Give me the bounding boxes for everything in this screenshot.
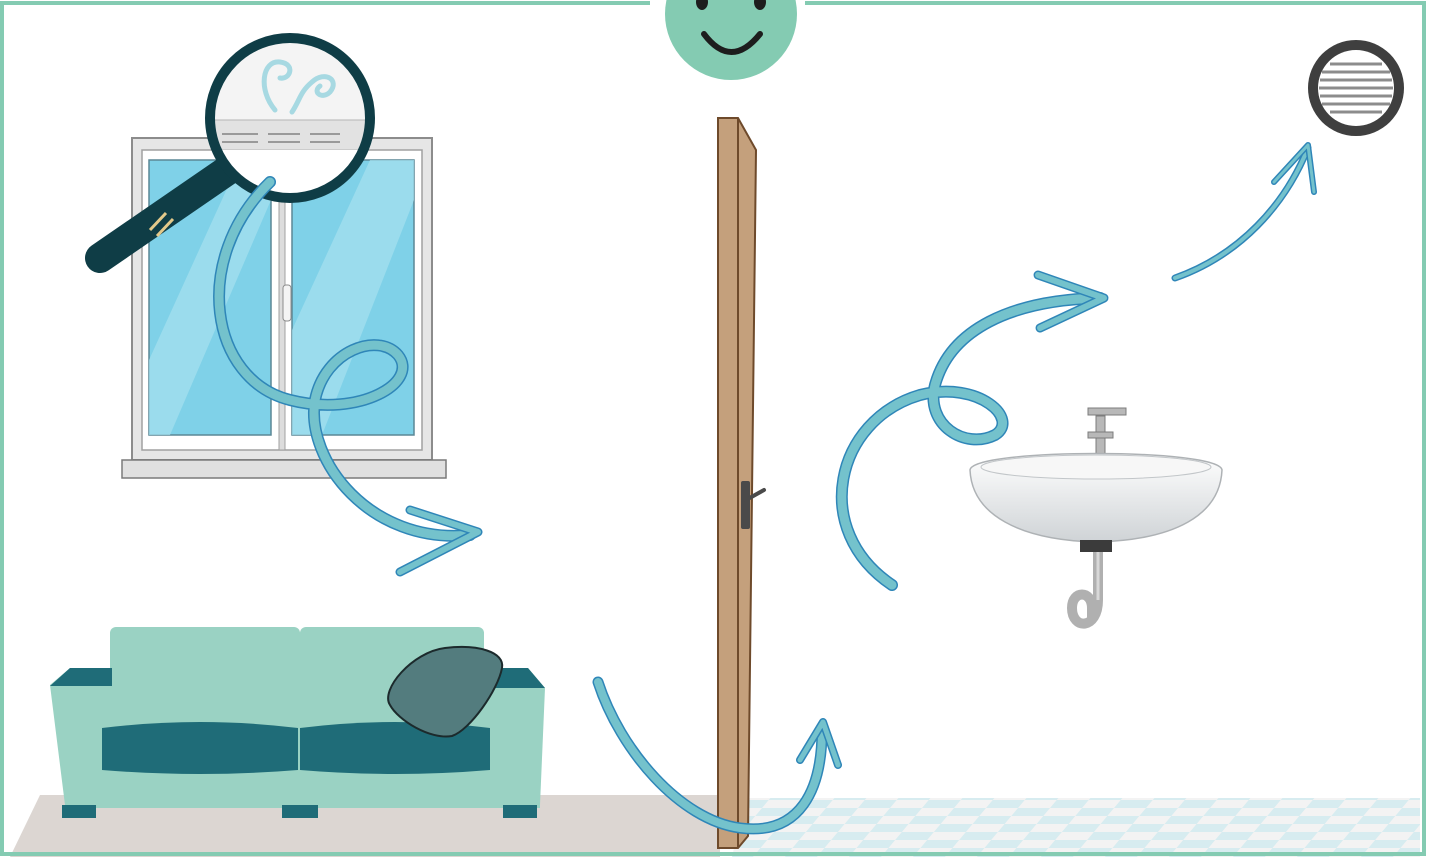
airflow-arrow-icon bbox=[213, 176, 483, 577]
door-icon bbox=[717, 117, 766, 849]
magnifier-icon bbox=[85, 33, 375, 273]
vent-grille-icon bbox=[1308, 40, 1404, 136]
floor-bathroom-tiles bbox=[732, 798, 1420, 857]
sink-icon bbox=[969, 407, 1223, 629]
airflow-arrow-icon bbox=[592, 676, 842, 835]
sofa-icon bbox=[50, 627, 545, 818]
airflow-arrow-icon bbox=[1171, 142, 1317, 282]
smiley-face-icon bbox=[665, 0, 797, 80]
floor-living-room bbox=[10, 795, 720, 857]
airflow-arrow-icon bbox=[835, 270, 1109, 591]
